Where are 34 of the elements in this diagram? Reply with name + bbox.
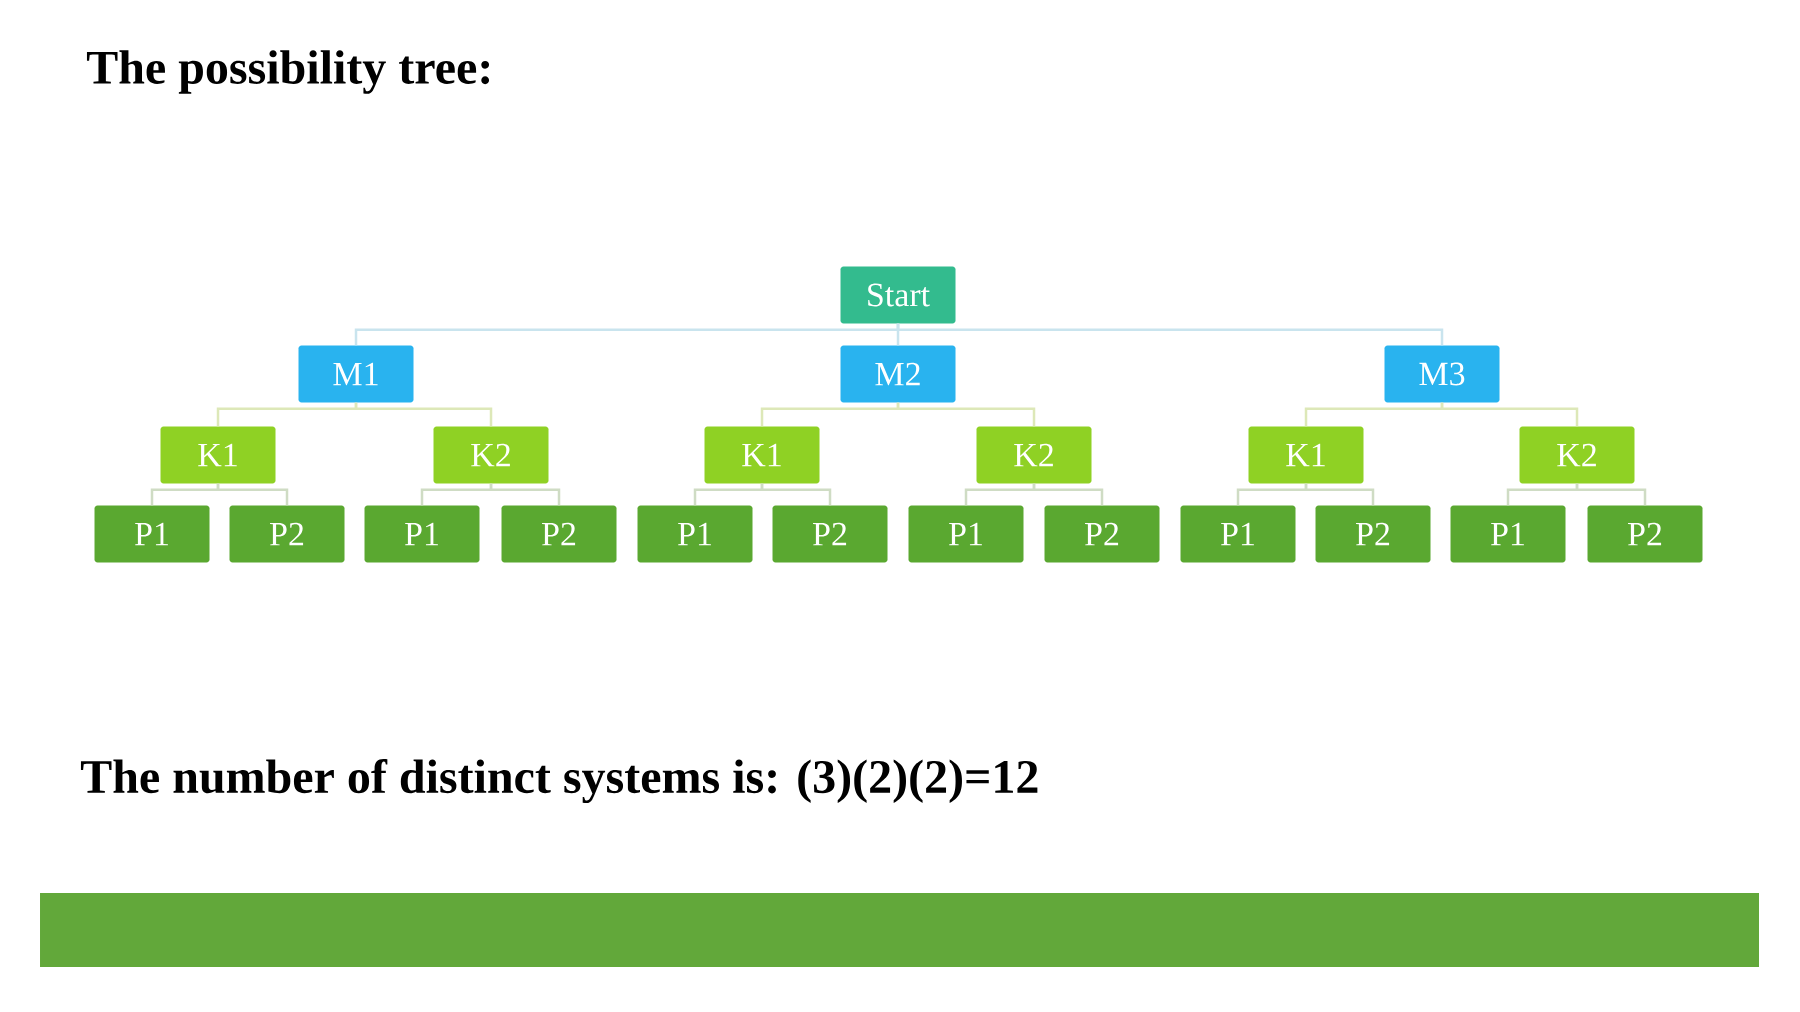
connector xyxy=(354,402,493,427)
tree-box: P2 xyxy=(772,505,888,563)
tree-box: K2 xyxy=(1519,426,1635,484)
connector xyxy=(896,323,1444,346)
tree-box: K1 xyxy=(704,426,820,484)
tree-box: M2 xyxy=(840,345,956,403)
tree-box: P1 xyxy=(94,505,210,563)
tree-box: Start xyxy=(840,266,956,324)
tree-box: P2 xyxy=(1315,505,1431,563)
tree-box: P2 xyxy=(1044,505,1160,563)
tree-box: P1 xyxy=(1180,505,1296,563)
tree-box: P2 xyxy=(229,505,345,563)
tree-box: K2 xyxy=(976,426,1092,484)
tree-box: K1 xyxy=(1248,426,1364,484)
connector xyxy=(489,483,561,506)
result-text: The number of distinct systems is: (3)(2)(2)=12 xyxy=(80,758,1038,804)
connector xyxy=(1575,483,1647,506)
tree-box: P2 xyxy=(1587,505,1703,563)
tree-box: M3 xyxy=(1384,345,1500,403)
connector xyxy=(760,483,832,506)
tree-box: P2 xyxy=(501,505,617,563)
connector xyxy=(896,402,1036,427)
connector xyxy=(1440,402,1579,427)
tree-box: K1 xyxy=(160,426,276,484)
tree-box: K2 xyxy=(433,426,549,484)
connector xyxy=(1304,483,1375,506)
tree-box: M1 xyxy=(298,345,414,403)
connector xyxy=(216,483,289,506)
tree-box: P1 xyxy=(1450,505,1566,563)
tree-box: P1 xyxy=(364,505,480,563)
connector xyxy=(1032,483,1104,506)
tree-box: P1 xyxy=(908,505,1024,563)
heading: The possibility tree: xyxy=(86,50,490,94)
tree-box: P1 xyxy=(637,505,753,563)
